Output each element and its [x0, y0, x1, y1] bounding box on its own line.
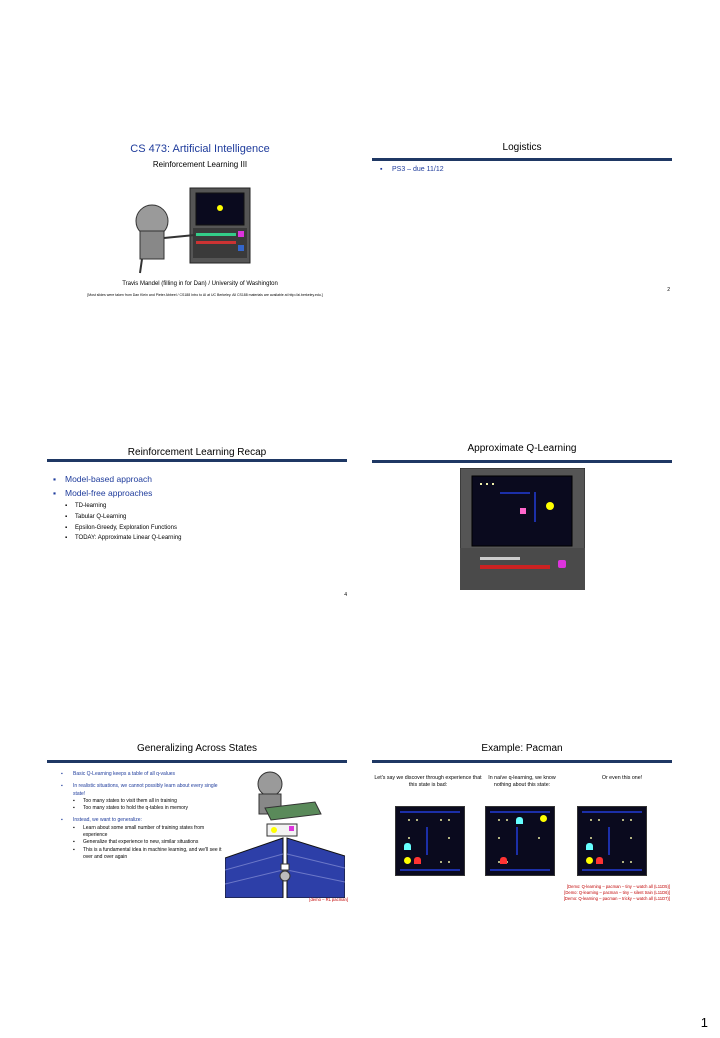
- slide6-caption-3: Or even this one!: [601, 775, 643, 781]
- list-item: Instead, we want to generalize:: [61, 817, 226, 825]
- slide3-title: Reinforcement Learning Recap: [127, 447, 267, 458]
- slide1-title: CS 473: Artificial Intelligence: [130, 143, 270, 155]
- slide-title: CS 473: Artificial Intelligence Reinforc…: [50, 135, 360, 320]
- list-item: Generalize that experience to new, simil…: [61, 839, 226, 847]
- robot-library-illustration: [225, 771, 345, 898]
- slide1-subtitle: Reinforcement Learning III: [152, 160, 248, 169]
- slide6-caption-2: In naïve q-learning, we know nothing abo…: [488, 775, 556, 789]
- pacman-maze-1: [395, 806, 465, 876]
- slide3-page-number: 4: [344, 592, 347, 598]
- demo-label: [Demo: Q-learning – pacman – tricky – wa…: [563, 896, 670, 901]
- slide-example-pacman: Example: Pacman Let's say we discover th…: [372, 740, 672, 925]
- slide6-demo-labels: [Demo: Q-learning – pacman – tiny – watc…: [564, 884, 670, 902]
- demo-label: [Demo: Q-learning – pacman – tiny – sile…: [564, 890, 670, 895]
- list-item: Model-free approaches: [53, 486, 152, 500]
- list-item: This is a fundamental idea in machine le…: [61, 847, 226, 862]
- robot-arcade-illustration: [135, 187, 251, 274]
- slide6-title: Example: Pacman: [481, 743, 563, 754]
- list-item: In realistic situations, we cannot possi…: [61, 783, 226, 798]
- slide5-title: Generalizing Across States: [136, 743, 258, 754]
- slide3-title-rule: [47, 459, 347, 462]
- demo-label: [Demo: Q-learning – pacman – tiny – watc…: [566, 884, 670, 889]
- slide2-page-number: 2: [667, 287, 670, 293]
- list-item: Learn about some small number of trainin…: [61, 825, 226, 840]
- list-item: Too many states to hold the q-tables in …: [61, 805, 226, 813]
- pacman-maze-2: [485, 806, 555, 876]
- slide4-title: Approximate Q-Learning: [467, 443, 577, 454]
- slide5-title-rule: [47, 760, 347, 763]
- slide-approx-q: Approximate Q-Learning: [372, 440, 672, 625]
- slide1-credit: [Most slides were taken from Dan Klein a…: [87, 293, 323, 297]
- slide3-sub-bullets: TD-learning Tabular Q-Learning Epsilon-G…: [53, 501, 182, 544]
- arcade-cabinet-illustration: [460, 468, 585, 590]
- list-item: Epsilon-Greedy, Exploration Functions: [53, 523, 182, 534]
- page-number: 1: [700, 1015, 708, 1030]
- slide1-author: Travis Mandel (filling in for Dan) / Uni…: [122, 281, 278, 287]
- slide2-title-rule: [372, 158, 672, 161]
- slide6-caption-1: Let's say we discover through experience…: [374, 775, 482, 789]
- slide5-demo-label: [demo – RL pacman]: [309, 897, 348, 902]
- slide-logistics: Logistics PS3 – due 11/12 2: [372, 135, 672, 320]
- slide2-title: Logistics: [502, 142, 542, 153]
- list-item: TD-learning: [53, 501, 182, 512]
- list-item: Basic Q-Learning keeps a table of all q-…: [61, 771, 226, 779]
- list-item: Too many states to visit them all in tra…: [61, 798, 226, 806]
- slide4-title-rule: [372, 460, 672, 463]
- slide5-body: Basic Q-Learning keeps a table of all q-…: [61, 771, 226, 861]
- slide-generalizing: Generalizing Across States Basic Q-Learn…: [47, 740, 350, 925]
- list-item: PS3 – due 11/12: [380, 166, 444, 173]
- slide6-title-rule: [372, 760, 672, 763]
- list-item: Tabular Q-Learning: [53, 512, 182, 523]
- list-item: Model-based approach: [53, 472, 152, 486]
- slide-rl-recap: Reinforcement Learning Recap Model-based…: [47, 440, 347, 625]
- pacman-maze-3: [577, 806, 647, 876]
- slide3-bullets: Model-based approach Model-free approach…: [53, 472, 152, 500]
- list-item: TODAY: Approximate Linear Q-Learning: [53, 533, 182, 544]
- slide2-bullets: PS3 – due 11/12: [380, 166, 444, 173]
